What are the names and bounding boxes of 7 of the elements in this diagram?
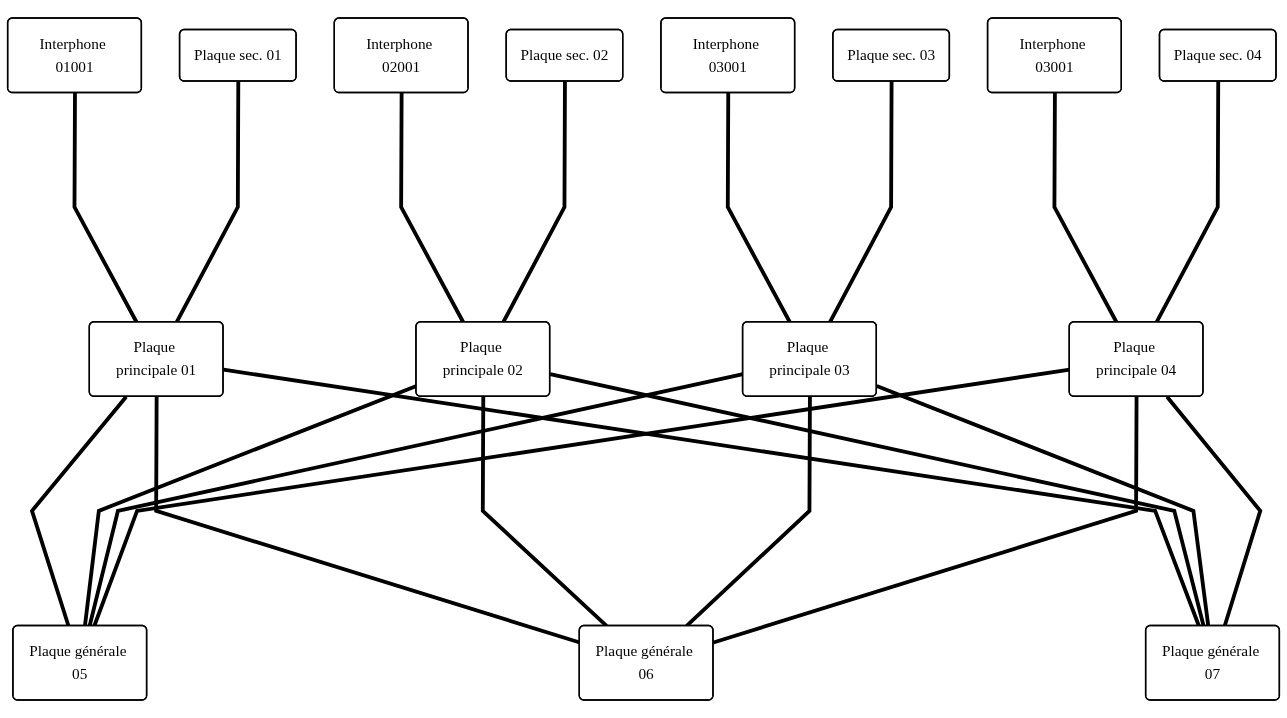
connector bbox=[223, 367, 1201, 627]
connector bbox=[92, 367, 1070, 627]
connector bbox=[712, 396, 1139, 645]
connector bbox=[549, 372, 1206, 627]
connector bbox=[29, 395, 128, 627]
connector bbox=[876, 384, 1211, 627]
connector bbox=[1165, 395, 1263, 627]
